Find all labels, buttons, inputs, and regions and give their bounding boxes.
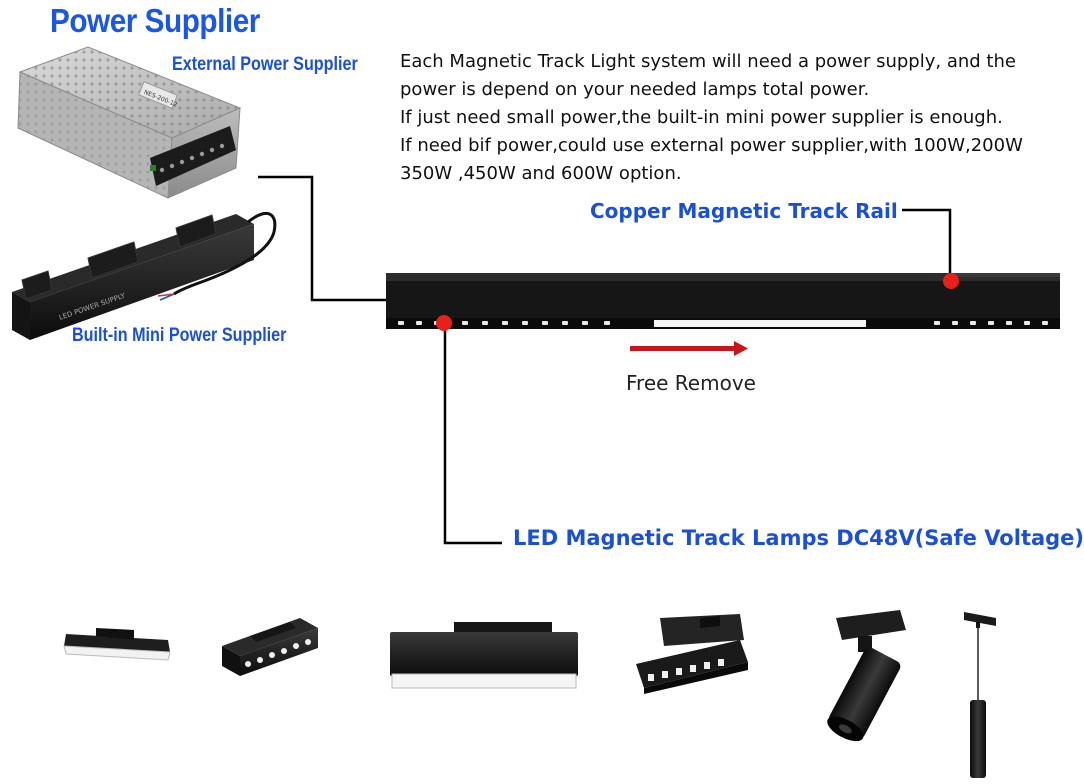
page-title: Power Supplier — [50, 2, 260, 39]
diagram-canvas: NES-200-12 LED POWER SUPPLY — [12, 46, 1060, 778]
lamp-product-spotlight — [827, 610, 906, 742]
psu-to-track-line — [258, 175, 386, 302]
track-rail-label: Copper Magnetic Track Rail — [590, 199, 898, 223]
track-lamps-label: LED Magnetic Track Lamps DC48V(Safe Volt… — [513, 526, 1084, 550]
lamp-marker-dot — [436, 315, 452, 331]
lamp-product-grille — [222, 618, 318, 676]
rail-linear-light — [654, 320, 866, 327]
description-line: If just need small power,the built-in mi… — [400, 107, 1003, 128]
rail-marker-dot — [943, 273, 959, 289]
lamp-product-pendant — [964, 612, 996, 778]
lamp-product-linear-small — [63, 628, 171, 661]
free-remove-arrow — [630, 341, 748, 356]
lamp-product-folding — [636, 614, 748, 694]
description-line: power is depend on your needed lamps tot… — [400, 79, 870, 100]
free-remove-label: Free Remove — [626, 371, 756, 395]
mini-power-supplier-label: Built-in Mini Power Supplier — [72, 325, 287, 346]
external-power-supply: NES-200-12 — [17, 46, 242, 199]
description-text: Each Magnetic Track Light system will ne… — [400, 48, 1060, 188]
mini-power-supply: LED POWER SUPPLY — [12, 211, 277, 340]
description-line: If need bif power,could use external pow… — [400, 135, 1023, 156]
external-power-supplier-label: External Power Supplier — [172, 54, 358, 75]
description-line: Each Magnetic Track Light system will ne… — [400, 51, 1016, 72]
description-line: 350W ,450W and 600W option. — [400, 163, 682, 184]
lamp-product-flood — [390, 622, 578, 689]
rail-callout-line — [902, 208, 952, 278]
lamps-callout-line — [443, 325, 502, 545]
connector-lines — [258, 175, 952, 545]
rail-led-dots — [398, 321, 1048, 325]
